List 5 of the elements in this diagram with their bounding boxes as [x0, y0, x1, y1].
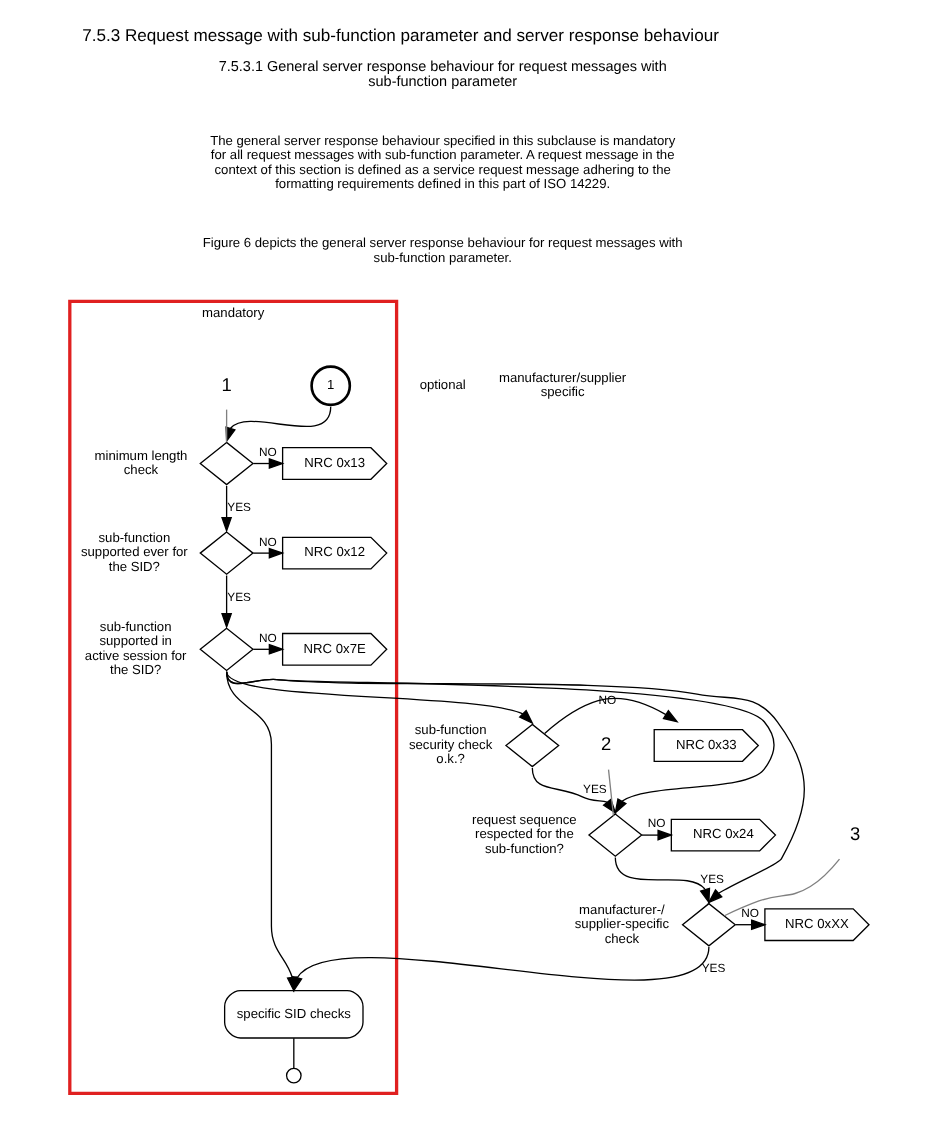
node-text: 1 [220, 374, 231, 395]
diagram-title: 7.5.3 Request message with sub-function parameter and server response behaviour [81, 25, 718, 46]
node-text: 2 [599, 734, 611, 755]
label: 7.5.3.1 General server response behaviour for request messages with sub-function parameter [217, 56, 666, 91]
node-text: 3 [849, 823, 860, 844]
